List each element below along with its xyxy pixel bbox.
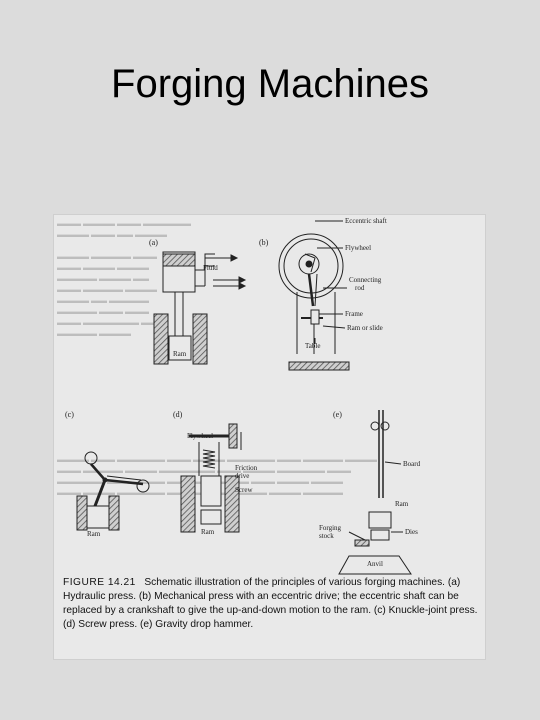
label-forging-stock-1: Forging: [319, 524, 342, 532]
panel-label-a: (a): [149, 238, 158, 247]
label-ram-e: Ram: [395, 500, 409, 508]
label-ram-or-slide: Ram or slide: [347, 324, 383, 332]
caption-text: Schematic illustration of the principles…: [63, 577, 478, 630]
label-dies: Dies: [405, 528, 418, 536]
slide-title: Forging Machines: [111, 62, 429, 106]
label-ram-d: Ram: [201, 528, 215, 536]
label-flywheel-d: Flywheel: [187, 432, 214, 440]
panel-label-d: (d): [173, 410, 183, 419]
label-board: Board: [403, 460, 421, 468]
label-connecting-rod-2: rod: [355, 284, 365, 292]
label-forging-stock-2: stock: [319, 532, 334, 540]
label-friction-drive-2: drive: [235, 472, 250, 480]
label-friction-drive-1: Friction: [235, 464, 258, 472]
figure-caption: FIGURE 14.21 Schematic illustration of t…: [63, 576, 478, 632]
label-connecting-rod-1: Connecting: [349, 276, 382, 284]
caption-number: FIGURE 14.21: [63, 577, 136, 588]
label-ram-c: Ram: [87, 530, 101, 538]
screw-press-drawing: [180, 423, 242, 533]
hydraulic-press-drawing: [153, 251, 247, 365]
drop-hammer-drawing: [338, 410, 412, 575]
panel-label-b: (b): [259, 238, 269, 247]
figure-scan: ▬▬▬ ▬▬▬▬ ▬▬▬ ▬▬▬▬▬▬▬▬▬▬ ▬▬▬ ▬▬ ▬▬▬▬▬▬▬▬ …: [53, 214, 486, 660]
mechanical-press-drawing: [278, 220, 350, 371]
label-frame: Frame: [345, 310, 363, 318]
label-table: Table: [305, 342, 321, 350]
panel-label-c: (c): [65, 410, 74, 419]
forging-machines-drawing: [76, 220, 412, 575]
label-eccentric-shaft: Eccentric shaft: [345, 217, 387, 225]
label-fluid: Fluid: [203, 264, 218, 272]
panel-label-e: (e): [333, 410, 342, 419]
label-anvil: Anvil: [367, 560, 383, 568]
label-screw: Screw: [235, 486, 253, 494]
bleed-through-text-lower: ▬▬▬▬ ▬▬▬ ▬▬▬▬▬▬ ▬▬▬ ▬▬▬▬ ▬▬▬▬▬▬ ▬▬▬ ▬▬▬▬…: [57, 455, 377, 497]
label-ram-a: Ram: [173, 350, 187, 358]
bleed-through-text: ▬▬▬ ▬▬▬▬ ▬▬▬ ▬▬▬▬▬▬▬▬▬▬ ▬▬▬ ▬▬ ▬▬▬▬▬▬▬▬ …: [57, 219, 191, 338]
knuckle-joint-press-drawing: [76, 451, 150, 531]
label-flywheel-b: Flywheel: [345, 244, 372, 252]
